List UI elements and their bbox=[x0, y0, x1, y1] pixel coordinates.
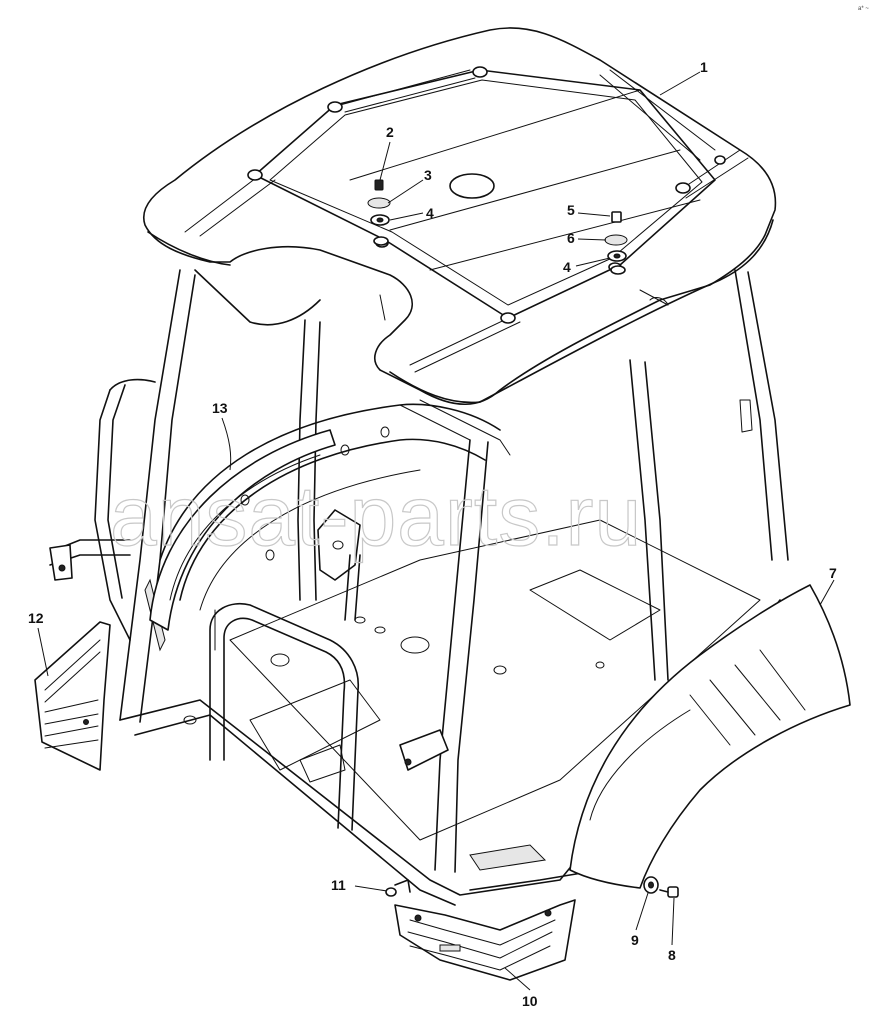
callout-8: 8 bbox=[668, 947, 676, 963]
rear-step-plate bbox=[394, 899, 576, 981]
roof-panel bbox=[143, 27, 777, 456]
left-fender-strip bbox=[149, 429, 336, 631]
callout-11: 11 bbox=[331, 877, 346, 893]
callout-12: 12 bbox=[28, 610, 44, 626]
callout-4-right: 4 bbox=[563, 259, 571, 275]
callout-13: 13 bbox=[212, 400, 228, 416]
callout-3: 3 bbox=[424, 167, 432, 183]
corner-mark: a* ~ bbox=[858, 6, 869, 12]
right-rear-fender bbox=[569, 584, 851, 889]
cab-frame bbox=[49, 269, 789, 906]
leader-lines bbox=[37, 71, 835, 991]
callouts: 1 2 3 4 5 6 4 7 8 9 10 11 12 13 bbox=[28, 59, 837, 1009]
callout-9: 9 bbox=[631, 932, 639, 948]
small-nut bbox=[385, 879, 411, 897]
roof-mount-hardware bbox=[367, 179, 628, 275]
watermark: ansat-parts.ru bbox=[110, 469, 642, 563]
callout-1: 1 bbox=[700, 59, 708, 75]
left-step-plate bbox=[34, 621, 111, 771]
callout-7: 7 bbox=[829, 565, 837, 581]
callout-4-left: 4 bbox=[426, 205, 434, 221]
callout-2: 2 bbox=[386, 124, 394, 140]
callout-10: 10 bbox=[522, 993, 538, 1009]
fender-bolt-set bbox=[643, 876, 679, 898]
callout-5: 5 bbox=[567, 202, 575, 218]
callout-6: 6 bbox=[567, 230, 575, 246]
